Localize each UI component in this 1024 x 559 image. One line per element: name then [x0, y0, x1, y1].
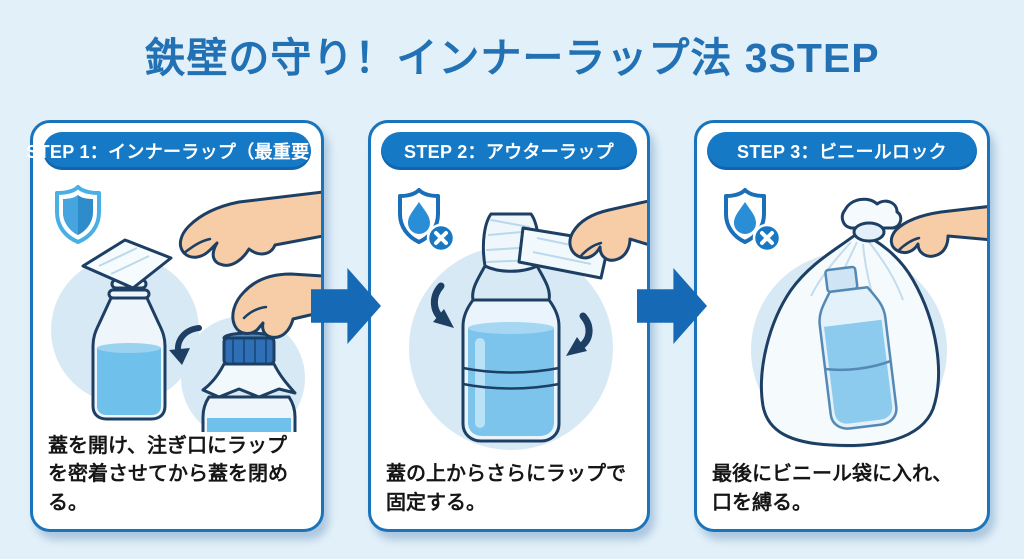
x-badge-icon [752, 223, 782, 253]
shield-drop-block-icon [724, 188, 782, 253]
rotation-arrow-icon [169, 325, 202, 365]
x-badge-icon [426, 223, 456, 253]
rotation-arrow-icon [430, 282, 454, 328]
step3-panel: STEP 3：ビニールロック [694, 120, 990, 532]
step3-caption: 最後にビニール袋に入れ、口を縛る。 [712, 463, 953, 514]
step1-scene [51, 190, 321, 432]
hand-pulling-wrap [568, 199, 647, 262]
shield-drop-block-icon [398, 188, 456, 253]
plastic-wrap-sheet [81, 238, 173, 290]
step1-illustration [33, 170, 321, 432]
step1-header-label: STEP 1：インナーラップ（最重要） [26, 142, 328, 162]
panel-gap [637, 120, 707, 532]
step3-header-label: STEP 3：ビニールロック [737, 142, 947, 162]
step2-panel: STEP 2：アウターラップ [368, 120, 650, 532]
rotation-arrow-icon [566, 312, 593, 356]
steps-row: STEP 1：インナーラップ（最重要） [26, 120, 992, 532]
step2-caption: 蓋の上からさらにラップで固定する。 [386, 463, 626, 514]
bag-knot [840, 197, 903, 243]
step2-illustration [371, 170, 647, 460]
step3-header-pill: STEP 3：ビニールロック [707, 132, 977, 170]
step3-illustration [697, 170, 987, 460]
water-drop-icon [734, 202, 756, 234]
panel-gap [311, 120, 381, 532]
step2-header-label: STEP 2：アウターラップ [404, 142, 614, 162]
hand-holding-bag [889, 205, 987, 258]
hand-placing-wrap [178, 190, 321, 267]
step1-caption: 蓋を開け、注ぎ口にラップを密着させてから蓋を閉める。 [48, 434, 288, 514]
step1-panel: STEP 1：インナーラップ（最重要） [26, 120, 327, 532]
page-title: 鉄壁の守り！インナーラップ法 3STEP [144, 35, 880, 81]
capped-bottle-illustration [201, 331, 297, 432]
step2-header-pill: STEP 2：アウターラップ [381, 132, 637, 170]
water-drop-icon [408, 202, 430, 234]
step1-header-pill: STEP 1：インナーラップ（最重要） [26, 132, 327, 170]
shield-protect-icon [55, 185, 101, 244]
step3-scene [751, 197, 987, 448]
hand-twisting-cap [231, 272, 321, 339]
bottle-in-bag [818, 265, 898, 430]
step2-scene [409, 199, 647, 450]
